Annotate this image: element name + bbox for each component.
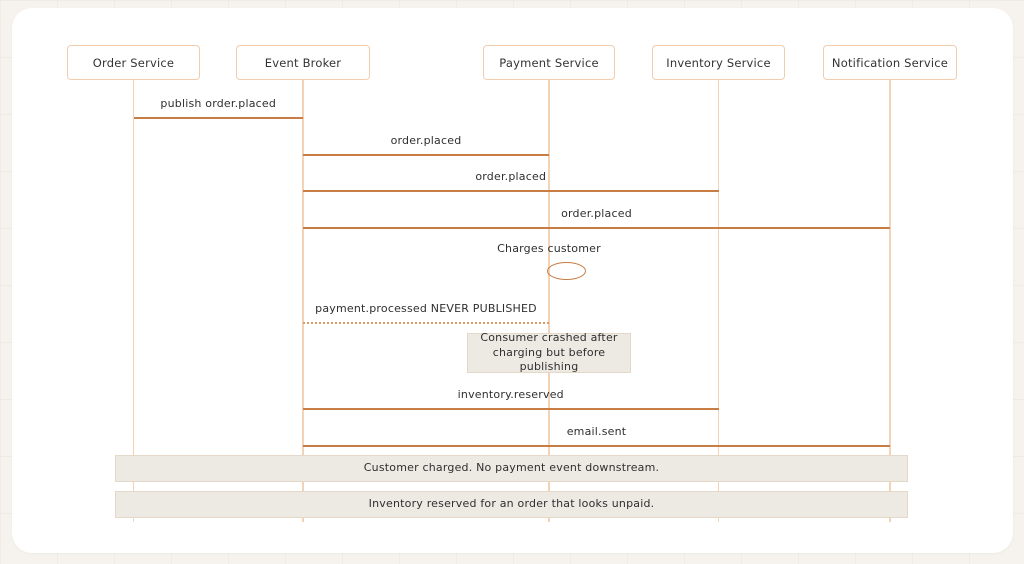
- lifeline-3: [717, 80, 720, 522]
- message-label-0: publish order.placed: [160, 97, 277, 110]
- message-label-5: inventory.reserved: [457, 388, 564, 401]
- lifeline-4: [889, 80, 891, 522]
- lifeline-1: [302, 80, 304, 522]
- message-label-3: order.placed: [561, 207, 632, 220]
- participant-4: Notification Service: [823, 45, 957, 80]
- message-label-4: payment.processed NEVER PUBLISHED: [315, 302, 537, 315]
- participant-0: Order Service: [67, 45, 200, 80]
- note-2: Inventory reserved for an order that loo…: [115, 491, 908, 518]
- message-line-2: [303, 190, 719, 192]
- participant-3: Inventory Service: [652, 45, 785, 80]
- participant-2: Payment Service: [483, 45, 615, 80]
- message-line-0: [133, 117, 303, 119]
- note-0: Consumer crashed after charging but befo…: [467, 331, 631, 373]
- note-1: Customer charged. No payment event downs…: [115, 455, 908, 482]
- participant-1: Event Broker: [236, 45, 370, 80]
- message-label-1: order.placed: [390, 134, 462, 147]
- message-line-1: [303, 154, 549, 156]
- message-label-2: order.placed: [475, 170, 547, 183]
- lifeline-2: [548, 80, 550, 522]
- lifeline-0: [132, 80, 135, 522]
- message-line-6: [303, 445, 890, 447]
- self-message-label: Charges customer: [497, 242, 601, 255]
- message-label-6: email.sent: [566, 425, 627, 438]
- message-line-4: [303, 322, 549, 324]
- message-line-5: [303, 408, 719, 410]
- message-line-3: [303, 227, 890, 229]
- self-loop-ellipse: [547, 262, 586, 280]
